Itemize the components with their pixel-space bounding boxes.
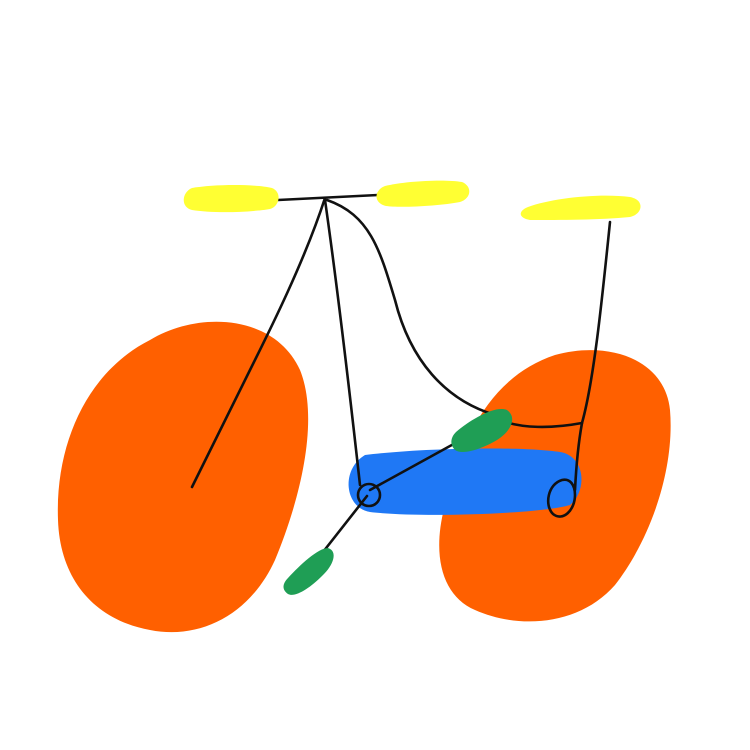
- handlebar-left-grip: [183, 185, 279, 213]
- rear-hub-circle: [546, 478, 577, 518]
- crank-circle: [356, 482, 382, 508]
- rear-pedal: [283, 548, 334, 595]
- saddle: [520, 195, 641, 220]
- top-tube: [325, 198, 497, 417]
- handlebar-right-grip: [376, 180, 470, 207]
- handlebar-bar: [276, 193, 380, 202]
- down-tube: [323, 198, 362, 487]
- front-wheel: [57, 321, 309, 633]
- front-fork: [190, 196, 327, 489]
- chainring-blob: [348, 448, 582, 515]
- seat-post: [573, 220, 612, 492]
- front-pedal: [451, 409, 513, 452]
